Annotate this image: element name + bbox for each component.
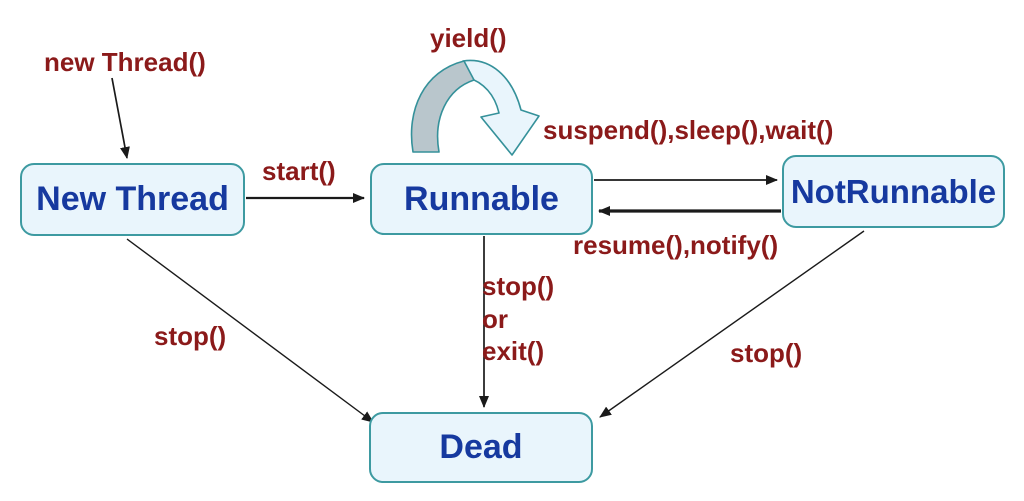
yield-loop-gray-band xyxy=(410,60,475,153)
label-stop-or-exit-line2: or xyxy=(482,303,508,334)
label-stop-from-new: stop() xyxy=(154,321,227,351)
state-not-runnable: NotRunnable xyxy=(782,155,1005,228)
label-stop-or-exit: stop() or exit() xyxy=(482,270,554,368)
label-stop-or-exit-line1: stop() xyxy=(482,271,555,301)
label-yield: yield() xyxy=(430,23,507,53)
label-start: start() xyxy=(262,156,336,186)
yield-loop-blue-band xyxy=(462,59,540,156)
state-dead: Dead xyxy=(369,412,593,483)
label-stop-from-not-runnable: stop() xyxy=(730,338,803,368)
state-new-thread: New Thread xyxy=(20,163,245,236)
arrow-new-thread xyxy=(111,77,130,159)
arrow-stop-from-new xyxy=(126,238,374,423)
state-runnable: Runnable xyxy=(370,163,593,235)
arrow-stop-from-not-runnable xyxy=(599,230,865,418)
yield-loop-arrow xyxy=(410,59,540,156)
label-stop-or-exit-line3: exit() xyxy=(482,336,545,366)
label-suspend-sleep-wait: suspend(),sleep(),wait() xyxy=(543,115,834,145)
label-new-thread-call: new Thread() xyxy=(44,47,206,77)
label-resume-notify: resume(),notify() xyxy=(573,230,779,260)
